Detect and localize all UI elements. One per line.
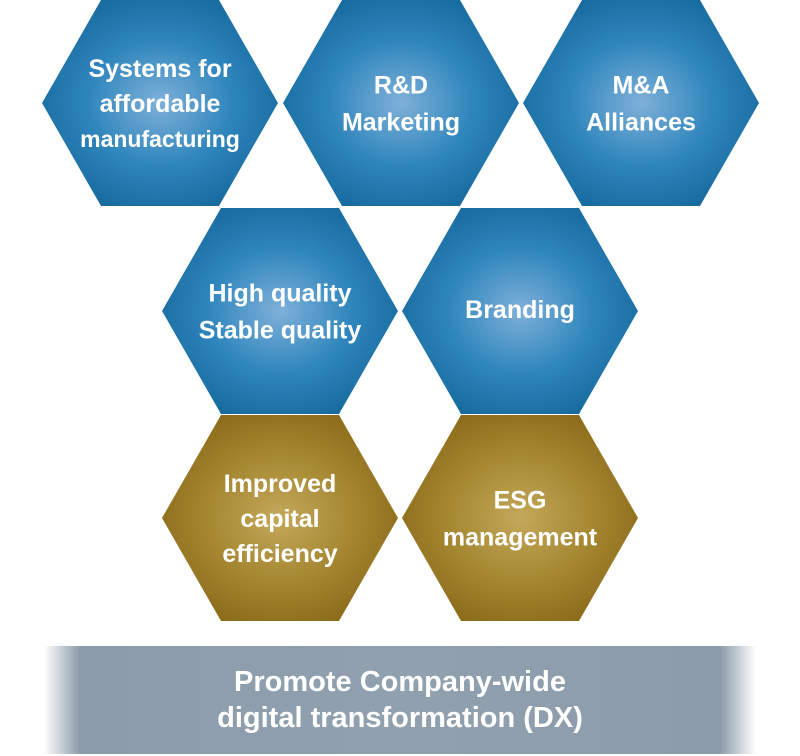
hexagon-shape-systems xyxy=(42,0,278,206)
hexagon-mna: M&A Alliances xyxy=(523,0,759,206)
hexagon-shape-mna xyxy=(523,0,759,206)
hexagon-label-quality-2: Stable quality xyxy=(199,317,362,345)
hexagon-label-quality-1: High quality xyxy=(208,280,351,308)
banner-line-2: digital transformation (DX) xyxy=(217,702,583,734)
hexagon-esg: ESG management xyxy=(402,415,638,621)
hexagon-label-capital-3: efficiency xyxy=(222,540,337,568)
hexagon-label-rnd-2: Marketing xyxy=(342,109,460,137)
hexagon-branding: Branding xyxy=(402,208,638,414)
hexagon-rnd: R&D Marketing xyxy=(283,0,519,206)
hexagon-shape-esg xyxy=(402,415,638,621)
hexagon-systems: Systems for affordable manufacturing xyxy=(42,0,278,206)
hexagon-label-systems-1: Systems for xyxy=(88,55,231,83)
hexagon-label-capital-1: Improved xyxy=(224,470,337,498)
hexagon-label-capital-2: capital xyxy=(240,505,319,533)
hexagon-label-rnd-1: R&D xyxy=(374,72,428,100)
hexagon-label-mna-2: Alliances xyxy=(586,109,696,137)
hexagon-label-esg-2: management xyxy=(443,524,598,552)
hexagon-label-branding-1: Branding xyxy=(465,296,575,324)
dx-banner: Promote Company-wide digital transformat… xyxy=(44,646,756,754)
hexagon-label-esg-1: ESG xyxy=(494,487,547,515)
hexagon-shape-quality xyxy=(162,208,398,414)
hexagon-label-systems-2: affordable xyxy=(100,90,221,118)
hexagon-label-systems-3: manufacturing xyxy=(80,126,240,152)
banner-line-1: Promote Company-wide xyxy=(234,666,566,698)
hexagon-capital: Improved capital efficiency xyxy=(162,415,398,621)
hexagon-shape-capital xyxy=(162,415,398,621)
hexagon-shape-branding xyxy=(402,208,638,414)
hexagon-shape-rnd xyxy=(283,0,519,206)
hexagon-label-mna-1: M&A xyxy=(613,72,670,100)
